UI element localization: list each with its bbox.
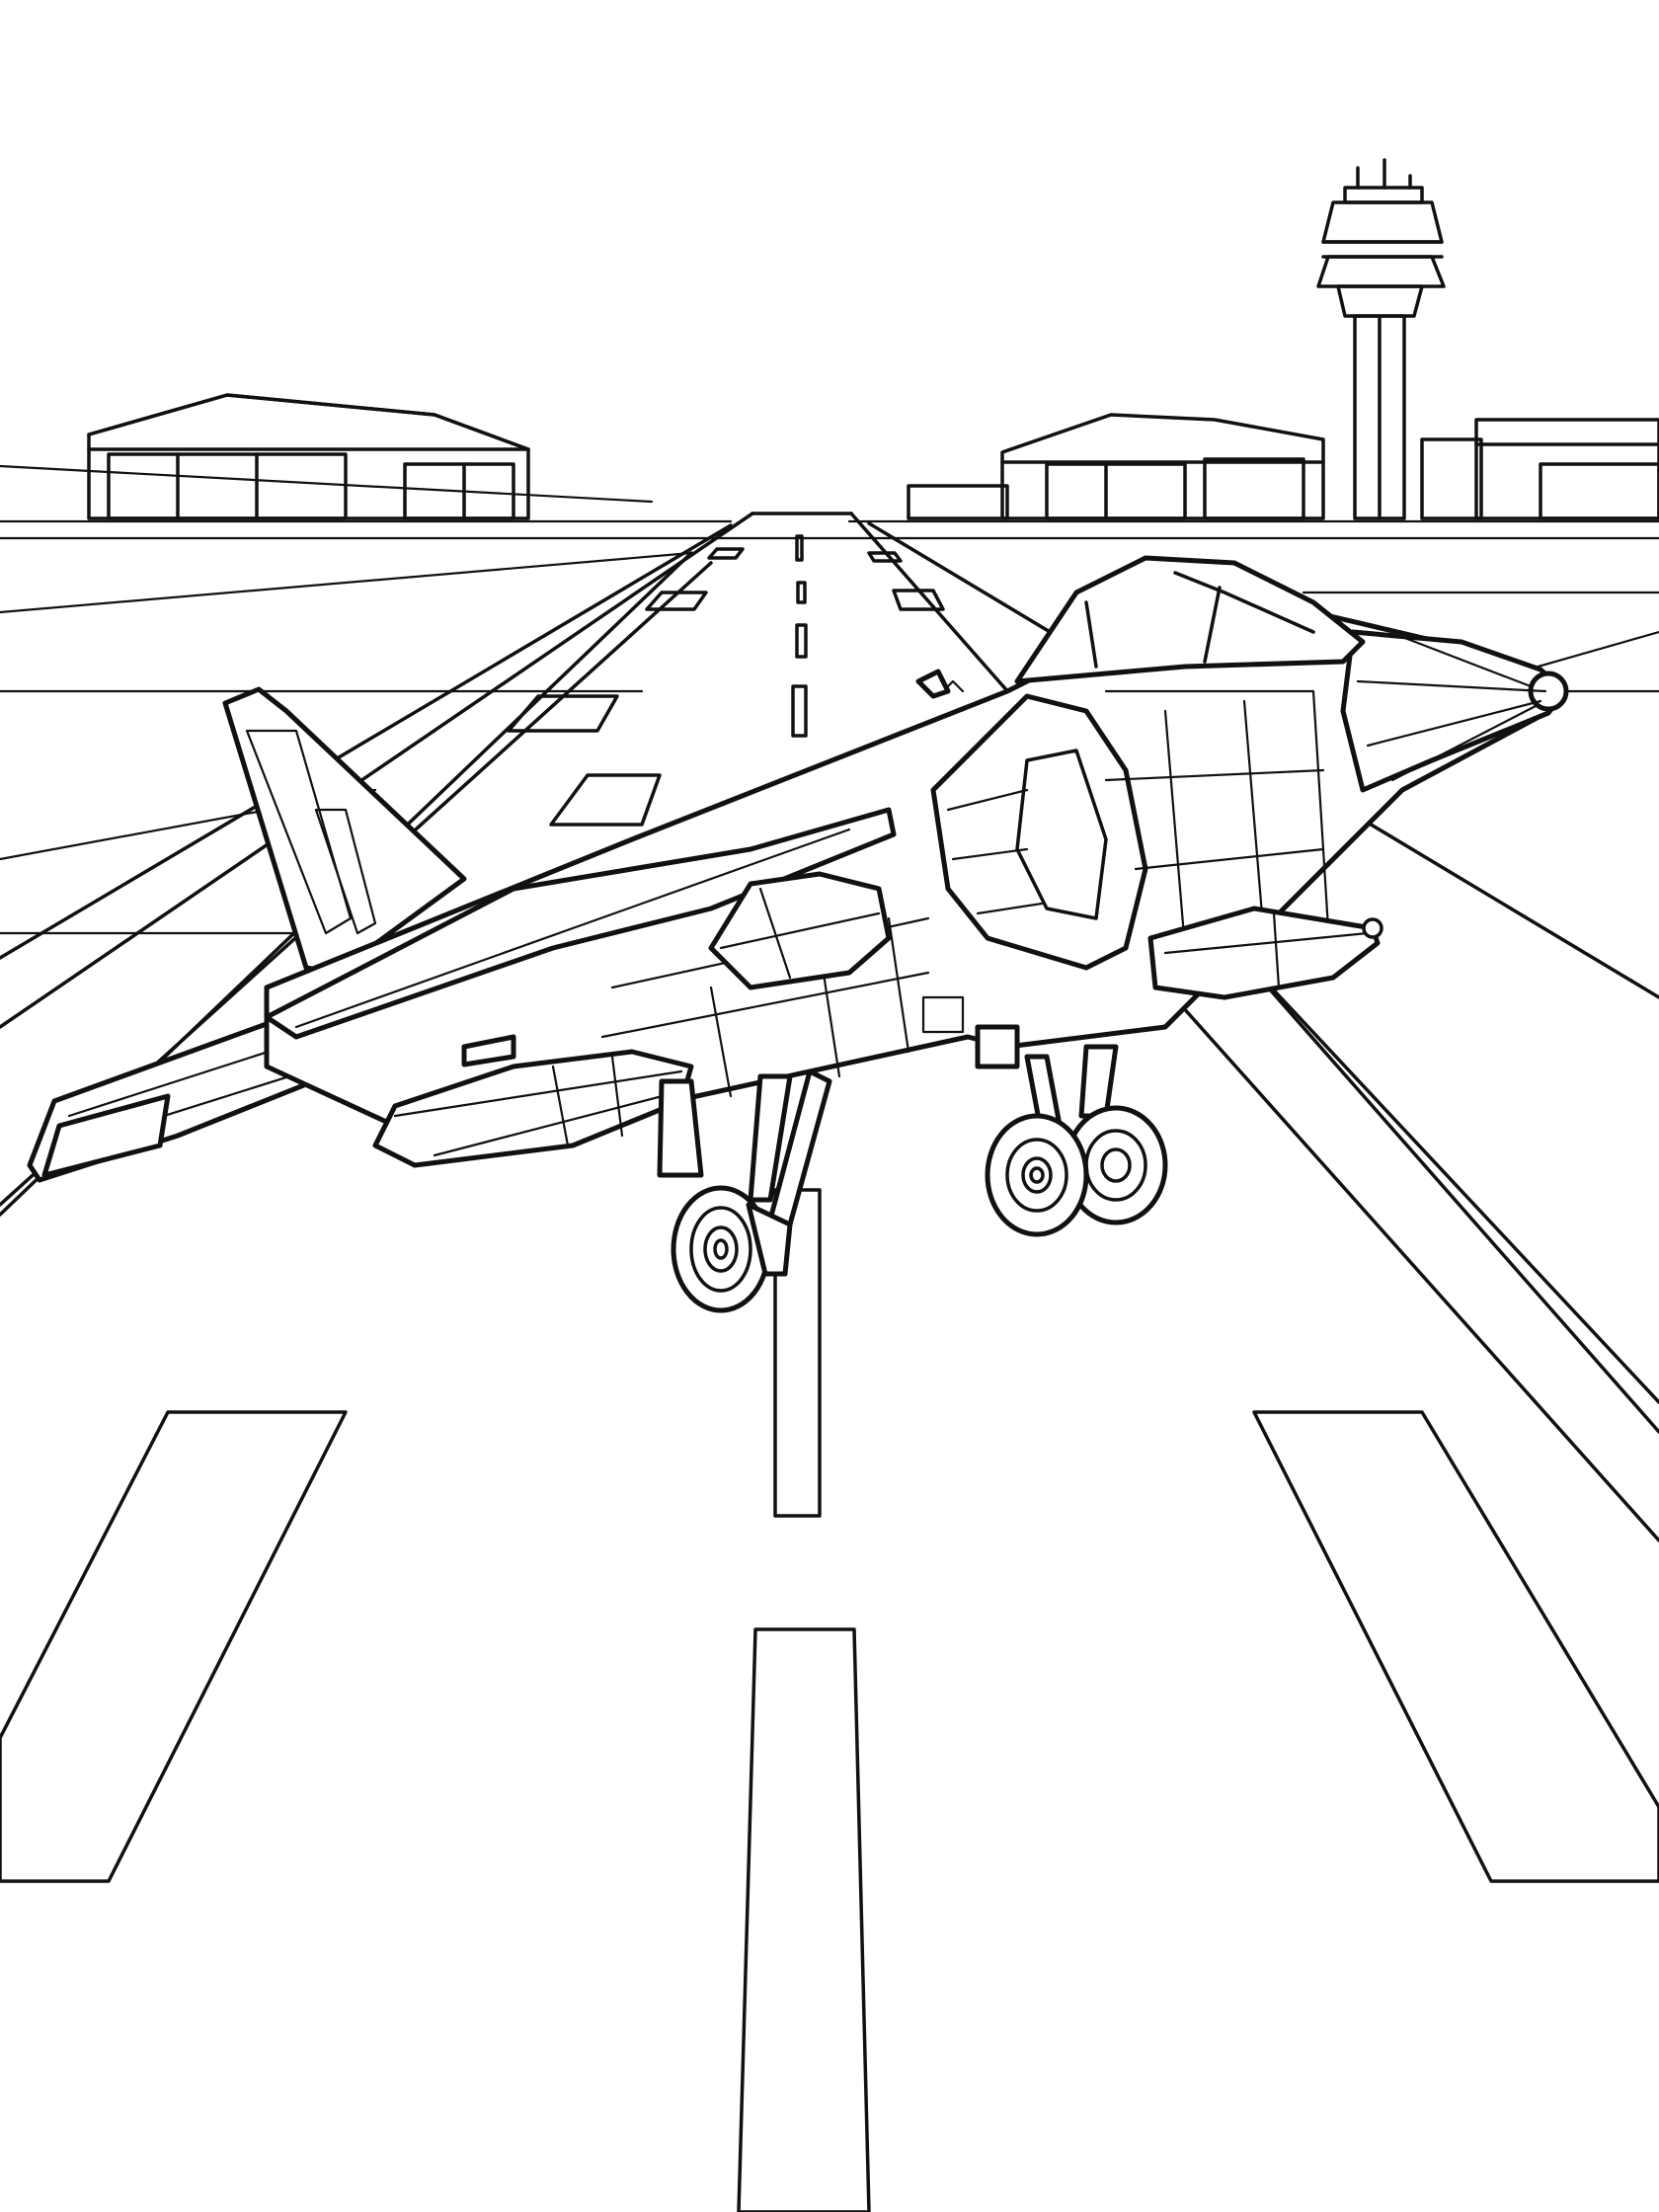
- control-tower: [1318, 160, 1444, 518]
- landing-gear-rear: [673, 1071, 830, 1310]
- main-wing: [267, 810, 894, 1037]
- air-intake: [933, 696, 1146, 968]
- nose-cone: [1343, 632, 1565, 790]
- canopy: [1017, 558, 1363, 681]
- tail-fin: [225, 689, 464, 973]
- hangar-right: [908, 415, 1659, 518]
- hangar-left: [89, 395, 528, 518]
- landing-gear-front: [988, 1047, 1165, 1234]
- runway-markings: [0, 549, 1659, 1881]
- drop-tank-left: [375, 1052, 691, 1165]
- drop-tank-right: [1150, 908, 1378, 997]
- jet-aircraft: [30, 558, 1566, 1310]
